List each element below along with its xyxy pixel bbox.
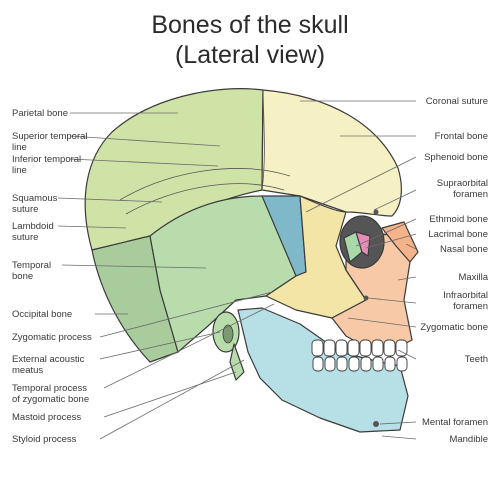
leader-line bbox=[99, 291, 273, 338]
label-right-13: Mental foramen bbox=[422, 417, 488, 428]
upper-tooth bbox=[359, 339, 372, 357]
leader-line bbox=[57, 225, 127, 229]
lower-tooth bbox=[348, 356, 360, 372]
leader-line bbox=[355, 218, 417, 247]
label-left-14: meatus bbox=[12, 365, 43, 376]
teeth bbox=[311, 339, 408, 372]
label-left-10: bone bbox=[12, 271, 33, 282]
leader-line bbox=[397, 276, 417, 281]
ear-canal-shape bbox=[222, 324, 234, 344]
label-right-7: Nasal bone bbox=[440, 244, 488, 255]
leader-line bbox=[69, 158, 219, 167]
supraorbital-foramen-mark bbox=[373, 209, 379, 215]
leader-line bbox=[57, 197, 163, 203]
label-left-3: Inferior temporal bbox=[12, 154, 81, 165]
label-left-17: Mastoid process bbox=[12, 412, 81, 423]
infraorbital-foramen-mark bbox=[363, 295, 369, 301]
leader-line bbox=[379, 421, 417, 425]
mastoid-process-shape bbox=[229, 343, 245, 381]
mental-foramen-mark bbox=[373, 421, 379, 427]
lower-tooth bbox=[324, 356, 336, 372]
label-left-7: Lambdoid bbox=[12, 221, 54, 232]
leader-line bbox=[99, 359, 245, 440]
zygomatic-bone-region bbox=[265, 195, 367, 319]
label-right-1: Frontal bone bbox=[435, 131, 488, 142]
superior-temporal-line-path bbox=[119, 168, 291, 201]
label-right-12: Teeth bbox=[465, 354, 488, 365]
label-right-3: Supraorbital bbox=[437, 178, 488, 189]
label-left-0: Parietal bone bbox=[12, 108, 68, 119]
leader-line bbox=[405, 243, 417, 250]
leader-line bbox=[305, 156, 417, 213]
lower-tooth bbox=[372, 356, 384, 372]
inferior-temporal-line-path bbox=[125, 183, 285, 215]
lacrimal-bone-region bbox=[355, 231, 371, 257]
upper-tooth bbox=[323, 339, 336, 357]
label-right-11: Zygomatic bone bbox=[420, 322, 488, 333]
diagram-title-line2: (Lateral view) bbox=[174, 41, 326, 69]
diagram-title-line1: Bones of the skull bbox=[151, 11, 349, 39]
label-left-1: Superior temporal bbox=[12, 131, 88, 142]
nasal-bone-region bbox=[381, 221, 419, 263]
leader-line bbox=[373, 189, 417, 211]
coronal-suture-path bbox=[261, 89, 265, 191]
label-left-18: Styloid process bbox=[12, 434, 77, 445]
label-left-9: Temporal bbox=[12, 260, 51, 271]
label-left-16: of zygomatic bone bbox=[12, 394, 89, 405]
lower-tooth bbox=[396, 356, 408, 372]
label-right-5: Ethmoid bone bbox=[429, 214, 488, 225]
label-left-15: Temporal process bbox=[12, 383, 87, 394]
label-left-5: Squamous bbox=[12, 193, 58, 204]
label-right-8: Maxilla bbox=[458, 272, 488, 283]
leader-line bbox=[381, 435, 417, 440]
lower-tooth bbox=[312, 356, 324, 372]
label-right-4: foramen bbox=[453, 189, 488, 200]
leader-line bbox=[367, 297, 417, 304]
mandible-region bbox=[237, 307, 409, 433]
label-right-10: foramen bbox=[453, 301, 488, 312]
leader-line bbox=[347, 317, 417, 328]
leader-line bbox=[103, 371, 237, 418]
leader-line bbox=[99, 331, 221, 360]
lower-tooth bbox=[384, 356, 396, 372]
leader-line bbox=[69, 135, 221, 147]
label-left-13: External acoustic bbox=[12, 354, 85, 365]
upper-tooth bbox=[335, 339, 348, 357]
label-left-11: Occipital bone bbox=[12, 309, 72, 320]
label-left-4: line bbox=[12, 165, 27, 176]
label-right-0: Coronal suture bbox=[426, 96, 488, 107]
upper-tooth bbox=[383, 339, 396, 357]
label-right-6: Lacrimal bone bbox=[428, 229, 488, 240]
label-left-8: suture bbox=[12, 232, 38, 243]
leader-line bbox=[365, 233, 417, 249]
lower-tooth bbox=[360, 356, 372, 372]
label-left-6: suture bbox=[12, 204, 38, 215]
label-right-9: Infraorbital bbox=[443, 290, 488, 301]
upper-tooth bbox=[371, 339, 384, 357]
upper-tooth bbox=[347, 339, 360, 357]
label-left-2: line bbox=[12, 142, 27, 153]
lower-tooth bbox=[336, 356, 348, 372]
temporal-bone-region bbox=[149, 195, 297, 353]
upper-tooth bbox=[311, 339, 324, 357]
label-right-2: Sphenoid bone bbox=[424, 152, 488, 163]
leader-line bbox=[61, 264, 207, 269]
frontal-bone-region bbox=[261, 89, 402, 217]
leader-lines bbox=[57, 100, 417, 440]
label-left-12: Zygomatic process bbox=[12, 332, 92, 343]
upper-tooth bbox=[395, 339, 408, 357]
label-right-14: Mandible bbox=[449, 434, 488, 445]
leader-line bbox=[103, 303, 275, 389]
leader-line bbox=[397, 349, 417, 360]
